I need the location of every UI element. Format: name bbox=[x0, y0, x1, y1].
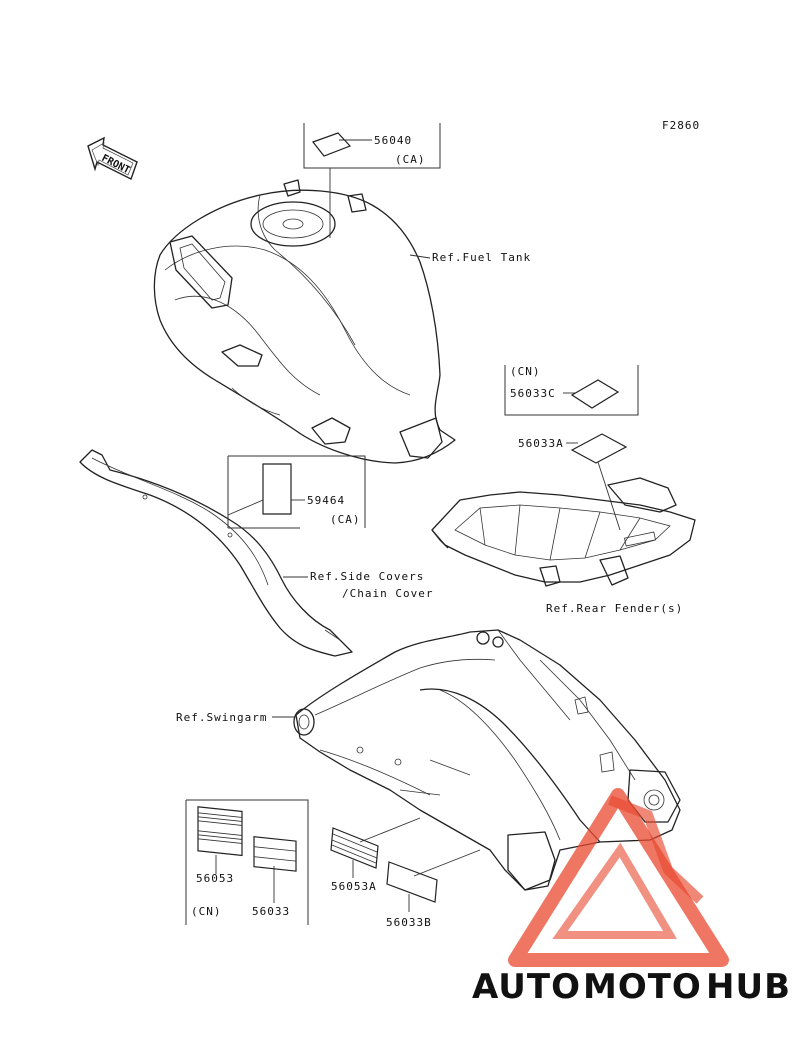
side-cover-drawing bbox=[79, 449, 353, 657]
decal-59464 bbox=[262, 463, 292, 515]
ref-side-covers-2: /Chain Cover bbox=[342, 587, 433, 600]
decal-56053a-callout: 56053A bbox=[330, 817, 421, 893]
ref-fuel-tank: Ref.Fuel Tank bbox=[432, 251, 531, 264]
ref-side-covers-1: Ref.Side Covers bbox=[310, 570, 424, 583]
fuel-tank-drawing bbox=[153, 179, 456, 464]
decal-56033c bbox=[570, 379, 620, 409]
part-56033a-label: 56033A bbox=[518, 437, 564, 450]
watermark-logo: AUTO MOTO HUB bbox=[472, 788, 791, 1007]
part-59464-note: (CA) bbox=[330, 513, 361, 526]
ref-rear-fender: Ref.Rear Fender(s) bbox=[546, 602, 683, 615]
part-56040-note: (CA) bbox=[395, 153, 426, 166]
rear-fender-drawing bbox=[431, 477, 696, 587]
part-59464-label: 59464 bbox=[307, 494, 345, 507]
watermark-part2: MOTO bbox=[583, 967, 702, 1007]
decal-56053 bbox=[197, 806, 243, 857]
decal-56033 bbox=[253, 836, 297, 872]
decal-56040 bbox=[312, 132, 352, 157]
front-arrow-icon: FRONT bbox=[87, 136, 138, 180]
watermark-part1: AUTO bbox=[472, 967, 581, 1007]
part-56033-label: 56033 bbox=[252, 905, 290, 918]
decal-56033a bbox=[570, 433, 628, 464]
part-56053a-label: 56053A bbox=[331, 880, 377, 893]
decal-56033c-callout: (CN) 56033C bbox=[504, 365, 639, 416]
part-56040-label: 56040 bbox=[374, 134, 412, 147]
ref-swingarm: Ref.Swingarm bbox=[176, 711, 267, 724]
decal-56033b bbox=[386, 861, 438, 903]
part-56053-label: 56053 bbox=[196, 872, 234, 885]
decal-56033b-callout: 56033B bbox=[386, 849, 481, 929]
decal-56053-56033-callout: 56053 (CN) 56033 bbox=[185, 799, 309, 925]
decal-56033a-callout: 56033A bbox=[518, 433, 628, 531]
figure-code: F2860 bbox=[662, 119, 700, 132]
part-56053-note: (CN) bbox=[191, 905, 222, 918]
decal-56053a bbox=[330, 827, 379, 869]
part-56033c-label: 56033C bbox=[510, 387, 556, 400]
part-56033c-note: (CN) bbox=[510, 365, 541, 378]
part-56033b-label: 56033B bbox=[386, 916, 432, 929]
decal-56040-callout: 56040 (CA) bbox=[303, 123, 441, 238]
decal-59464-callout: 59464 (CA) bbox=[227, 455, 366, 529]
watermark-part3: HUB bbox=[706, 967, 791, 1007]
